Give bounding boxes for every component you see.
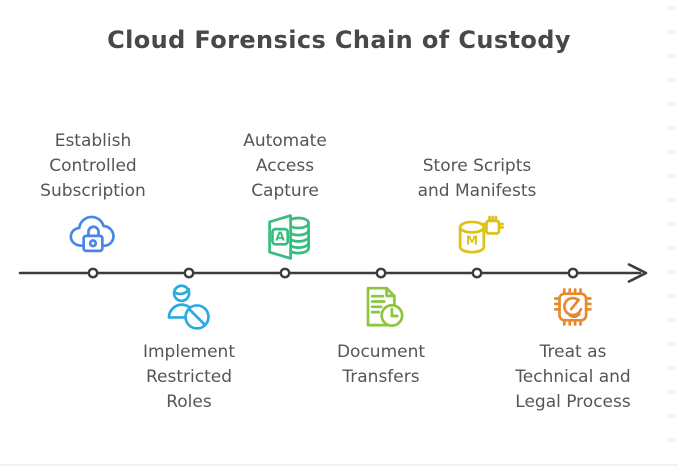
timeline-dot <box>183 267 195 279</box>
step-implement-restricted-roles: Implement Restricted Roles <box>101 280 277 436</box>
cloud-lock-strokes <box>69 215 115 253</box>
document-clock-strokes <box>366 286 404 328</box>
label-line: Establish <box>54 131 132 151</box>
user-restricted-strokes <box>167 284 210 330</box>
chip-gauge-icon <box>553 288 592 326</box>
step-establish-controlled-subscription: Establish Controlled Subscription <box>5 120 181 264</box>
label-line: Automate <box>243 131 327 151</box>
label-line: Document <box>336 342 426 362</box>
label-line: Treat as <box>539 342 607 362</box>
timeline-arrowhead-icon <box>627 263 648 283</box>
step-label: Document Transfers <box>337 340 425 390</box>
label-line: Restricted <box>145 367 232 387</box>
label-line: Capture <box>251 181 319 201</box>
timeline-dot <box>567 267 579 279</box>
label-line: Legal Process <box>515 392 631 412</box>
step-label: Implement Restricted Roles <box>143 340 235 415</box>
step-label: Store Scripts and Manifests <box>418 154 537 204</box>
timeline-strokes <box>18 263 648 283</box>
label-line: Controlled <box>49 156 137 176</box>
chip-gauge-strokes <box>553 288 592 326</box>
manifest-letter: M <box>466 234 478 248</box>
step-label: Treat as Technical and Legal Process <box>515 340 630 415</box>
label-line: and Manifests <box>417 181 537 201</box>
label-line: Technical and <box>515 367 631 387</box>
label-line: Transfers <box>342 367 420 387</box>
timeline-dot <box>471 267 483 279</box>
timeline-dot <box>87 267 99 279</box>
label-line: Access <box>255 156 315 176</box>
access-database-strokes: A <box>268 214 310 260</box>
step-treat-as-technical-and-legal-process: Treat as Technical and Legal Process <box>485 280 661 436</box>
step-label: Automate Access Capture <box>243 129 327 204</box>
document-clock-icon <box>366 286 404 328</box>
step-store-scripts-and-manifests: Store Scripts and Manifests M <box>389 120 565 264</box>
step-document-transfers: Document Transfers <box>293 280 469 436</box>
label-line: Store Scripts <box>422 156 532 176</box>
timeline-axis <box>18 263 648 283</box>
cloud-lock-icon <box>69 215 115 253</box>
user-restricted-icon <box>167 284 210 330</box>
label-line: Implement <box>142 342 235 362</box>
timeline-dot <box>279 267 291 279</box>
access-letter: A <box>275 229 285 244</box>
step-automate-access-capture: Automate Access Capture A <box>197 120 373 264</box>
label-line: Subscription <box>40 181 146 201</box>
step-label: Establish Controlled Subscription <box>40 129 146 204</box>
access-database-icon: A <box>268 214 310 260</box>
timeline-dot <box>375 267 387 279</box>
page-title: Cloud Forensics Chain of Custody <box>107 26 571 54</box>
right-edge-dashes <box>667 6 676 461</box>
database-manifest-icon: M <box>458 215 504 254</box>
bottom-divider <box>0 464 678 466</box>
database-manifest-strokes: M <box>458 215 504 254</box>
label-line: Roles <box>166 392 212 412</box>
